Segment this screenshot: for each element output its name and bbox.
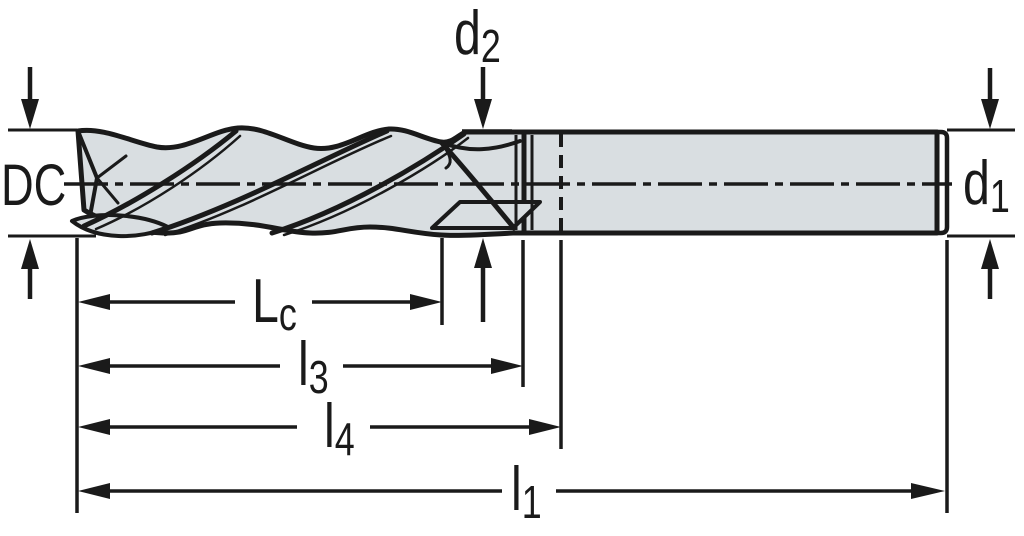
label-l4: l4 — [324, 391, 355, 465]
runout-parallelogram — [430, 200, 542, 230]
dc-up-arrowhead-icon — [21, 239, 39, 269]
label-d2-sub: 2 — [481, 21, 501, 72]
label-l4-sub: 4 — [335, 414, 355, 465]
end-face-line-upper — [95, 154, 128, 180]
d1-down-arrowhead-icon — [981, 99, 999, 129]
label-l1-sub: 1 — [522, 477, 542, 528]
label-d2: d2 — [454, 0, 501, 72]
label-d1-main: d — [963, 148, 990, 217]
label-l3-main: l — [298, 329, 309, 398]
d2-down-arrowhead-icon — [474, 99, 492, 129]
label-l1-main: l — [511, 454, 522, 523]
label-l1: l1 — [511, 454, 542, 528]
helix-thin-line-2 — [163, 134, 393, 237]
label-d1-sub: 1 — [990, 171, 1010, 222]
l1-left-arrowhead-icon — [78, 483, 110, 499]
flute-body — [75, 125, 527, 238]
endmill-tool — [70, 125, 950, 239]
label-d1: d1 — [963, 148, 1010, 222]
lc-right-arrowhead-icon — [410, 294, 442, 310]
d2-up-arrowhead-icon — [474, 238, 492, 268]
helix-thin-line-1 — [94, 134, 242, 231]
label-lc: Lc — [252, 266, 297, 340]
label-d2-main: d — [454, 0, 481, 67]
tooth-underside-line — [441, 139, 522, 152]
l4-right-arrowhead-icon — [529, 419, 561, 435]
helix-thin-line-3 — [282, 136, 470, 237]
label-dc: DC — [1, 154, 66, 219]
diameter-arrows — [21, 67, 999, 322]
label-lc-main: L — [252, 266, 279, 335]
l1-right-arrowhead-icon — [911, 483, 945, 499]
end-face-line-lower — [95, 176, 120, 205]
l3-right-arrowhead-icon — [491, 358, 523, 374]
label-lc-sub: c — [279, 289, 297, 340]
dimension-labels: DC d2 d1 Lc l3 l4 l1 — [1, 0, 1010, 528]
d1-up-arrowhead-icon — [981, 239, 999, 269]
l4-left-arrowhead-icon — [78, 419, 110, 435]
lc-left-arrowhead-icon — [78, 294, 110, 310]
label-l3: l3 — [298, 329, 329, 403]
extension-lines — [8, 128, 1015, 513]
label-l3-sub: 3 — [309, 352, 329, 403]
label-l4-main: l — [324, 391, 335, 460]
length-dimension-lines — [78, 294, 945, 499]
runout-diagonal-edge — [438, 139, 517, 231]
tooth-curl-line — [441, 143, 452, 170]
dc-down-arrowhead-icon — [21, 99, 39, 129]
l3-left-arrowhead-icon — [78, 358, 110, 374]
